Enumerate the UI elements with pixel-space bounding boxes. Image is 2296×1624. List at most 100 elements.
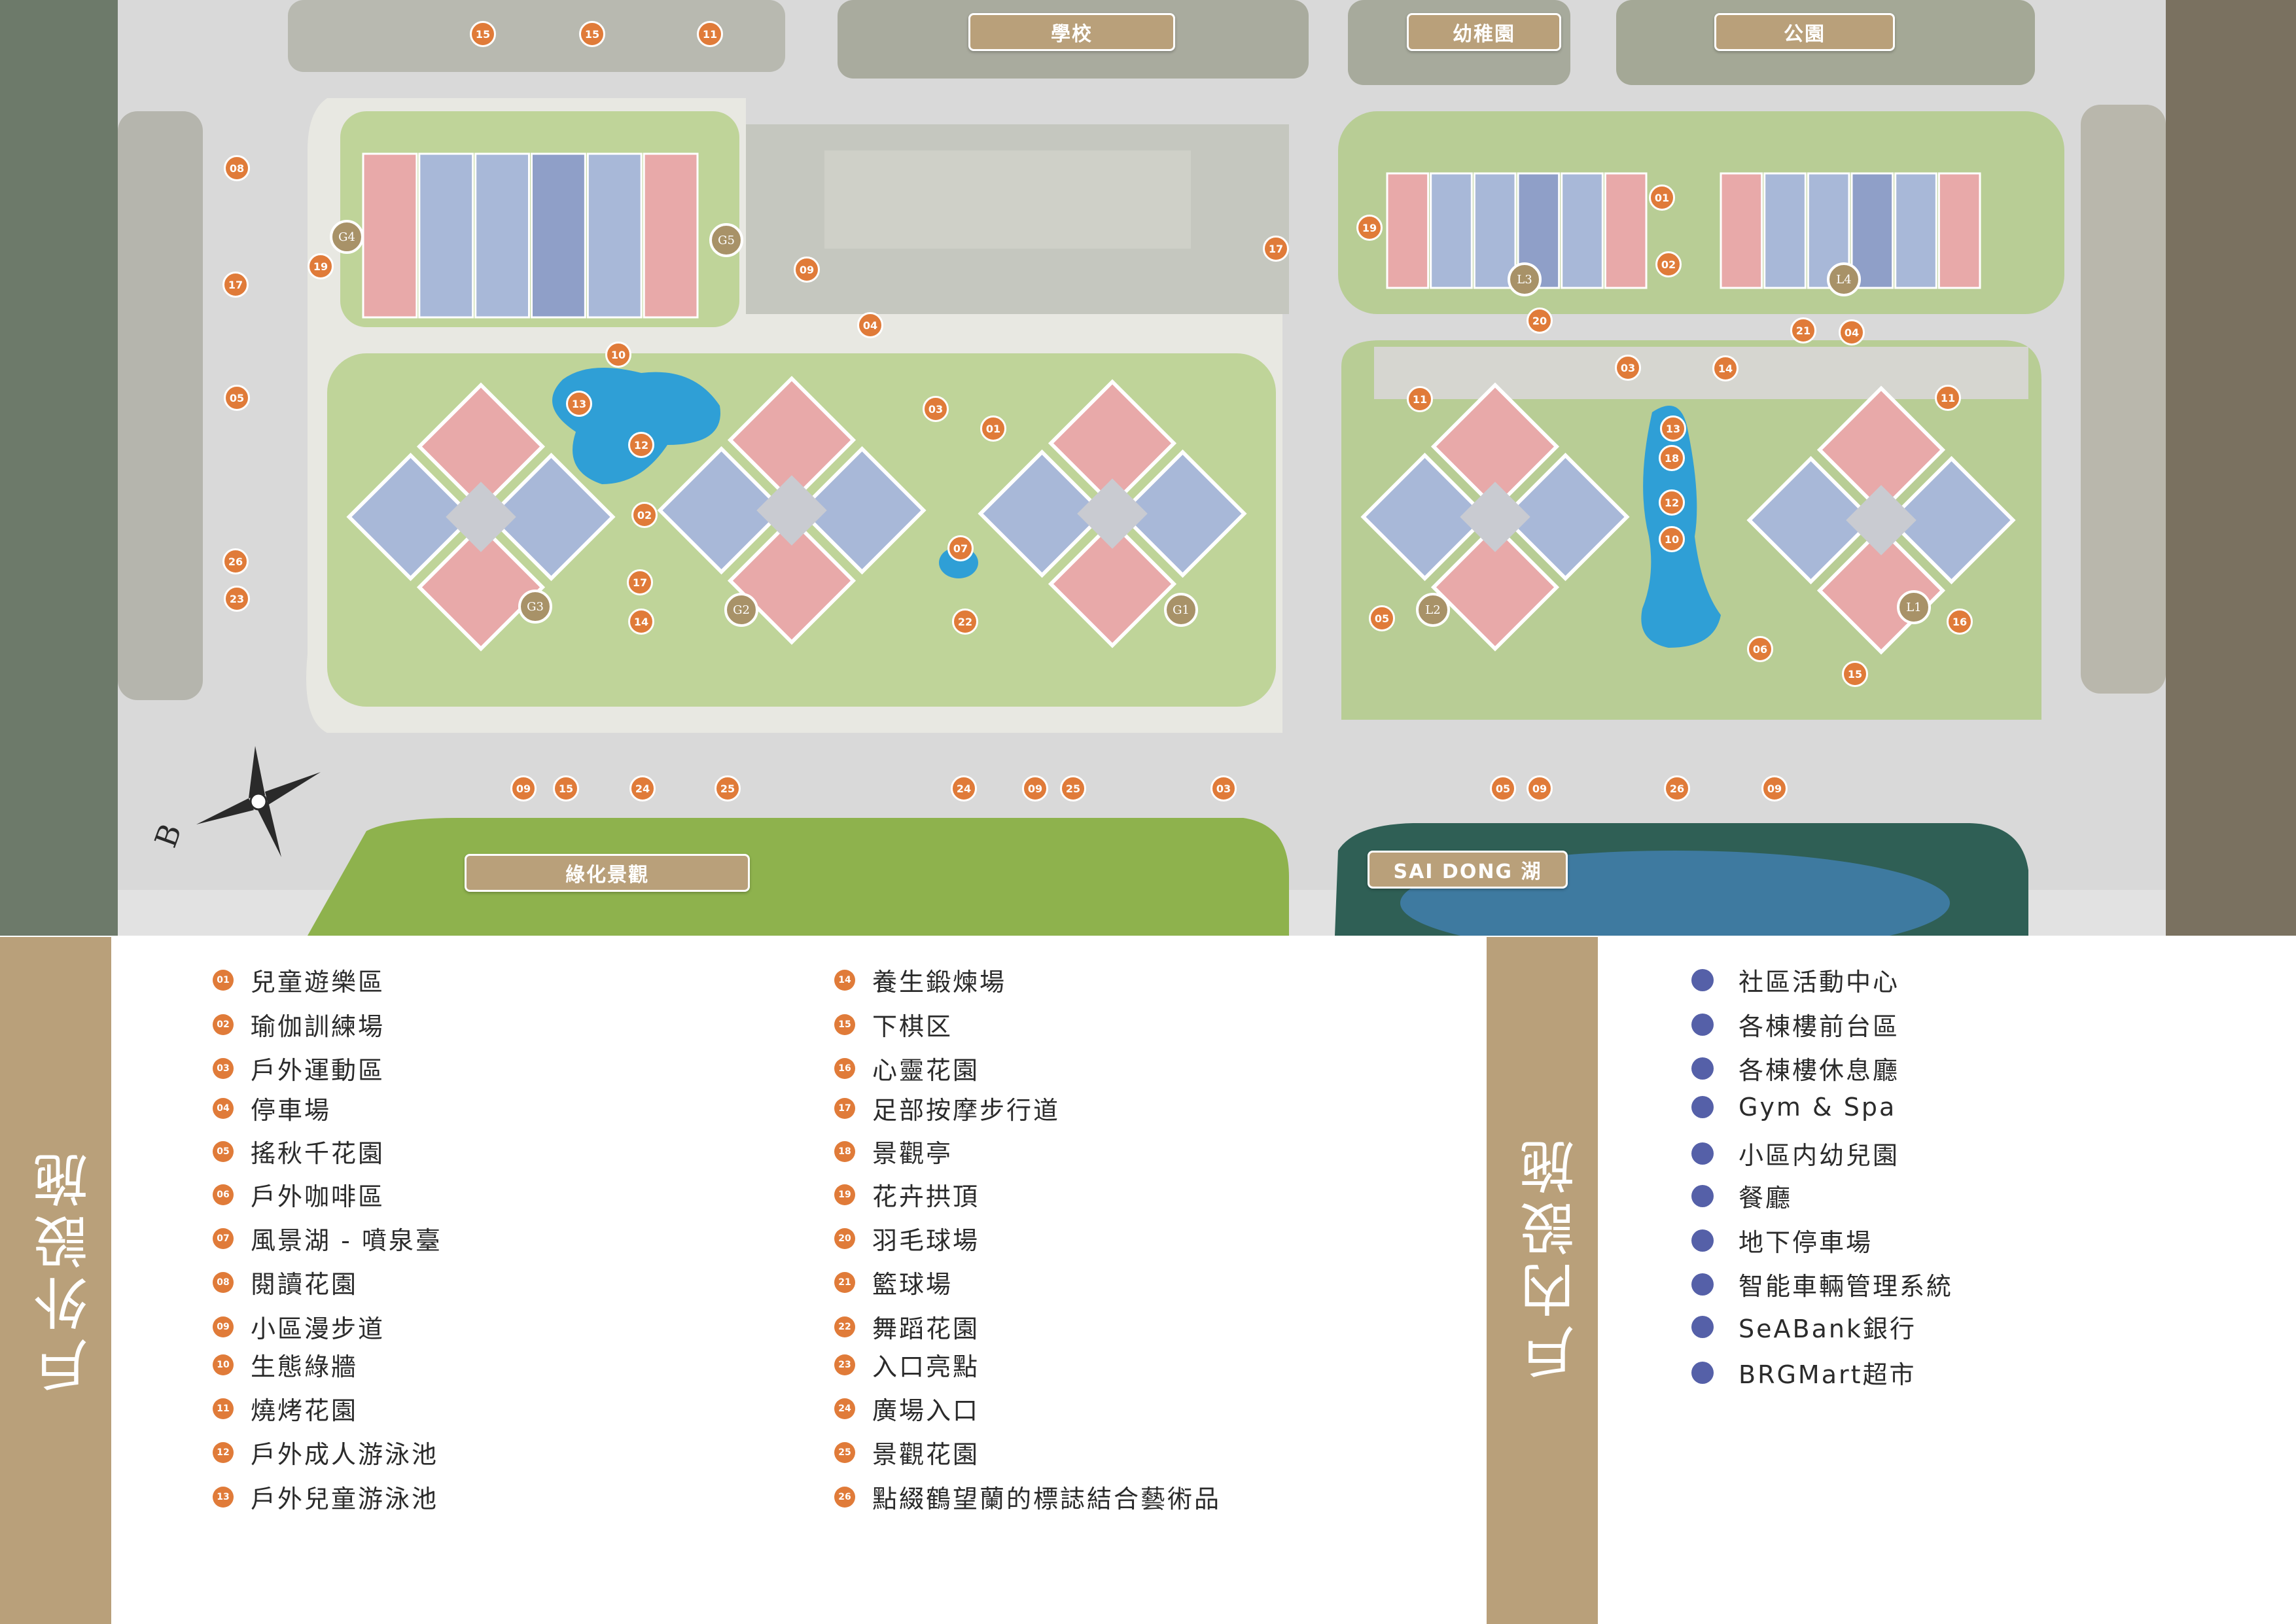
map-marker-13: 13 — [566, 391, 592, 417]
outdoor-item-02: 02 瑜伽訓練場 — [213, 1006, 385, 1042]
building-label-l2: L2 — [1416, 593, 1450, 627]
building-label-g1: G1 — [1164, 593, 1198, 627]
map-marker-23: 23 — [224, 586, 250, 612]
map-marker-13: 13 — [1660, 415, 1686, 442]
bullet-icon — [1691, 1013, 1714, 1036]
bullet-icon — [1691, 1361, 1714, 1384]
map-marker-12: 12 — [1659, 489, 1685, 516]
outdoor-item-label: 生態綠牆 — [251, 1352, 359, 1381]
map-marker-04: 04 — [1839, 319, 1865, 345]
outdoor-item-label: 兒童遊樂區 — [251, 968, 385, 997]
outdoor-item-label: 燒烤花園 — [251, 1396, 359, 1425]
number-badge: 21 — [834, 1271, 855, 1293]
map-marker-05: 05 — [1369, 605, 1395, 631]
map-marker-15: 15 — [470, 21, 496, 47]
outdoor-item-label: 心靈花園 — [872, 1056, 980, 1085]
map-marker-25: 25 — [1060, 775, 1086, 802]
building-label-g3: G3 — [518, 590, 552, 624]
number-badge: 01 — [213, 969, 234, 991]
map-marker-14: 14 — [628, 609, 654, 635]
outdoor-item-label: 閱讀花園 — [251, 1270, 359, 1299]
indoor-item: Gym & Spa — [1691, 1093, 1896, 1121]
map-marker-05: 05 — [1490, 775, 1516, 802]
indoor-item: 社區活動中心 — [1691, 962, 1899, 998]
number-badge: 17 — [834, 1097, 855, 1119]
outdoor-item-label: 戶外成人游泳池 — [251, 1440, 439, 1469]
outdoor-item-label: 入口亮點 — [872, 1352, 980, 1381]
map-marker-15: 15 — [553, 775, 579, 802]
number-badge: 25 — [834, 1441, 855, 1463]
number-badge: 12 — [213, 1441, 234, 1463]
indoor-item-label: 各棟樓休息廳 — [1739, 1056, 1900, 1085]
bullet-icon — [1691, 1142, 1714, 1165]
school-tag: 學校 — [968, 13, 1175, 51]
map-marker-01: 01 — [980, 415, 1006, 442]
map-marker-07: 07 — [947, 535, 974, 561]
number-badge: 24 — [834, 1398, 855, 1419]
outdoor-item-label: 戶外兒童游泳池 — [251, 1485, 439, 1513]
outdoor-item-label: 養生鍛煉場 — [872, 968, 1007, 997]
map-marker-01: 01 — [1649, 185, 1675, 211]
outdoor-item-label: 戶外咖啡區 — [251, 1182, 385, 1211]
block-l4 — [1720, 172, 1981, 289]
map-marker-24: 24 — [629, 775, 656, 802]
map-marker-21: 21 — [1790, 317, 1816, 344]
outdoor-item-label: 景觀花園 — [872, 1440, 980, 1469]
indoor-item-label: 地下停車場 — [1739, 1228, 1873, 1257]
compass-icon — [196, 746, 321, 857]
building-label-l1: L1 — [1897, 590, 1931, 624]
number-badge: 11 — [213, 1398, 234, 1419]
outdoor-item-12: 12 戶外成人游泳池 — [213, 1434, 438, 1470]
map-marker-09: 09 — [1761, 775, 1788, 802]
outdoor-item-01: 01 兒童遊樂區 — [213, 962, 385, 998]
map-marker-09: 09 — [794, 256, 820, 283]
indoor-side-bar: 戶内設施 — [1487, 937, 1598, 1624]
map-marker-17: 17 — [1263, 236, 1289, 262]
map-marker-09: 09 — [1527, 775, 1553, 802]
map-marker-14: 14 — [1712, 355, 1739, 381]
park-tag: 公園 — [1714, 13, 1895, 51]
number-badge: 13 — [213, 1486, 234, 1508]
number-badge: 08 — [213, 1271, 234, 1293]
map-marker-19: 19 — [1356, 215, 1383, 241]
outdoor-item-label: 點綴鶴望蘭的標誌結合藝術品 — [872, 1485, 1222, 1513]
indoor-item-label: 社區活動中心 — [1739, 968, 1900, 997]
map-marker-08: 08 — [224, 155, 250, 181]
site-plan-drawing — [0, 0, 2296, 936]
map-marker-06: 06 — [1747, 636, 1773, 662]
number-badge: 26 — [834, 1486, 855, 1508]
outdoor-item-label: 搖秋千花園 — [251, 1139, 385, 1168]
indoor-item-label: 各棟樓前台區 — [1739, 1012, 1900, 1041]
map-marker-26: 26 — [1664, 775, 1690, 802]
outdoor-item-11: 11 燒烤花園 — [213, 1390, 358, 1426]
outdoor-title: 戶外設施 — [33, 1146, 97, 1392]
outdoor-item-label: 風景湖 - 噴泉臺 — [251, 1226, 442, 1255]
number-badge: 07 — [213, 1227, 234, 1249]
number-badge: 02 — [213, 1014, 234, 1035]
number-badge: 03 — [213, 1057, 234, 1079]
map-marker-02: 02 — [631, 502, 658, 528]
indoor-item: 餐廳 — [1691, 1178, 1792, 1214]
map-marker-17: 17 — [222, 272, 249, 298]
outdoor-item-label: 瑜伽訓練場 — [251, 1012, 385, 1041]
number-badge: 20 — [834, 1227, 855, 1249]
outdoor-item-26: 26 點綴鶴望蘭的標誌結合藝術品 — [834, 1479, 1221, 1515]
indoor-item: 各棟樓前台區 — [1691, 1006, 1899, 1042]
indoor-item-label: 餐廳 — [1739, 1184, 1793, 1212]
map-marker-15: 15 — [1842, 661, 1868, 687]
building-label-g5: G5 — [709, 223, 743, 257]
map-marker-26: 26 — [222, 548, 249, 574]
building-label-g4: G4 — [330, 220, 364, 254]
map-marker-22: 22 — [952, 609, 978, 635]
outdoor-item-label: 舞蹈花園 — [872, 1315, 980, 1343]
